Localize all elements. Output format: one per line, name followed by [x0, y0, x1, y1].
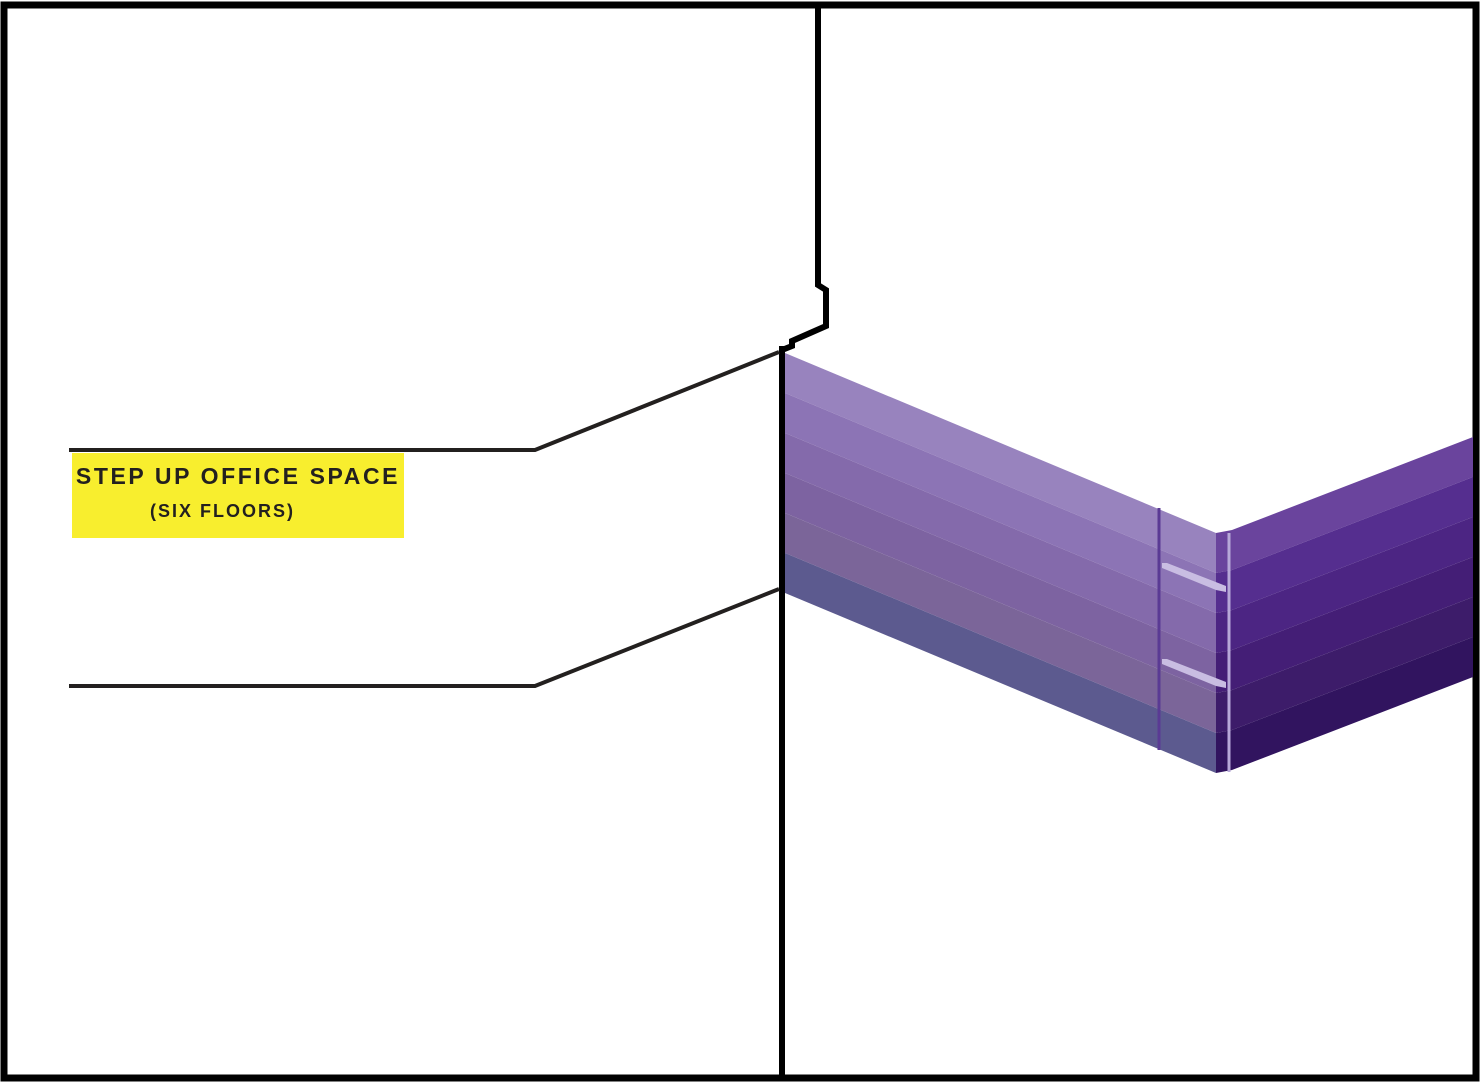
left-floor-band: [785, 433, 1216, 653]
building-left-face: [785, 353, 1216, 773]
right-floor-band: [1232, 437, 1473, 570]
left-floor-band: [785, 513, 1216, 733]
left-floor-band: [785, 353, 1216, 573]
right-floor-band: [1232, 477, 1473, 610]
right-floor-band: [1232, 637, 1473, 770]
left-floor-band: [785, 473, 1216, 693]
right-floor-band: [1232, 597, 1473, 730]
floor-ledge-lower: [1162, 659, 1226, 688]
leader-line-bottom: [69, 587, 780, 688]
right-floor-band: [1232, 557, 1473, 690]
left-floor-band: [785, 393, 1216, 613]
left-floor-band: [785, 553, 1216, 773]
upper-wall-outline: [780, 5, 829, 353]
callout-subtitle: (SIX FLOORS): [150, 501, 295, 521]
building-right-face: [1232, 437, 1473, 770]
floor-ledge-upper: [1162, 563, 1226, 592]
right-floor-band: [1232, 517, 1473, 650]
leader-line-top: [69, 350, 780, 452]
callout-label: STEP UP OFFICE SPACE (SIX FLOORS): [72, 453, 404, 538]
callout-title: STEP UP OFFICE SPACE: [75, 463, 401, 489]
